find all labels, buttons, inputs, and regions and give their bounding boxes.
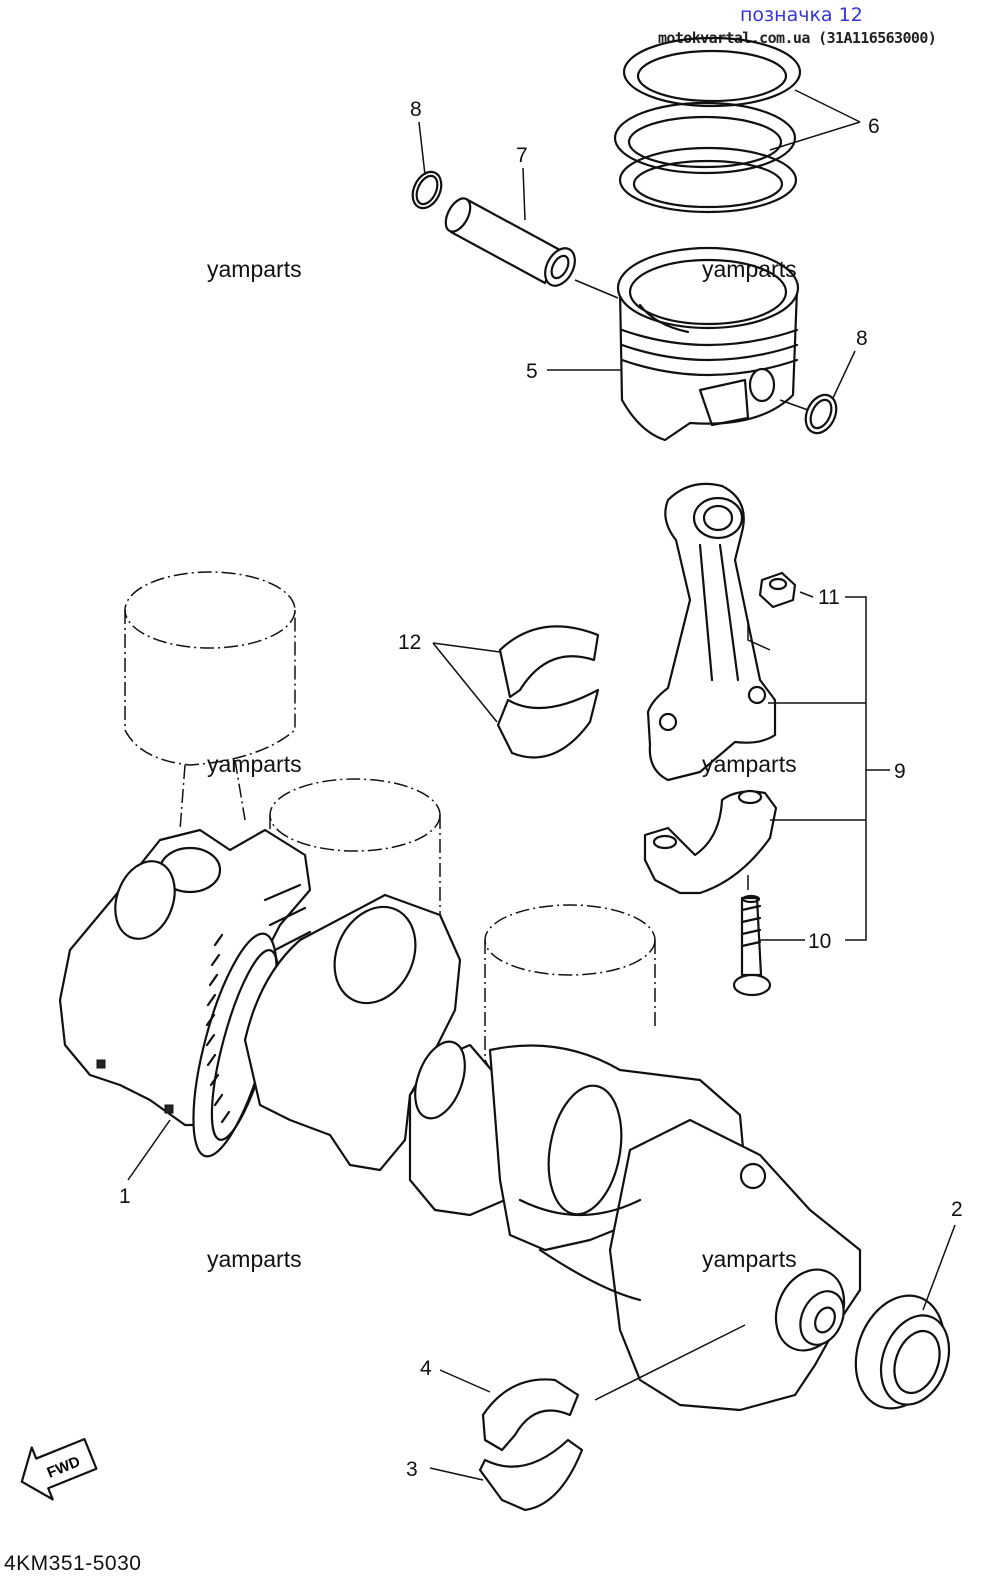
main-bearing-upper[interactable] bbox=[481, 1378, 580, 1452]
piston[interactable] bbox=[616, 246, 800, 442]
source-label: motokvartal.com.ua (31A116563000) bbox=[658, 29, 937, 47]
main-bearing-lower[interactable] bbox=[478, 1438, 584, 1512]
leader-lines bbox=[127, 89, 956, 1481]
drawing-code: 4KM351-5030 bbox=[4, 1552, 141, 1575]
crankshaft[interactable] bbox=[58, 828, 862, 1412]
watermark: yamparts bbox=[702, 1246, 797, 1272]
connecting-rod-bolt[interactable] bbox=[732, 894, 772, 997]
callout-4: 4 bbox=[420, 1357, 432, 1380]
callout-10: 10 bbox=[808, 930, 831, 953]
callout-7: 7 bbox=[516, 144, 528, 167]
callout-9: 9 bbox=[894, 760, 906, 783]
callout-3: 3 bbox=[406, 1458, 418, 1481]
big-end-bearing-lower[interactable] bbox=[496, 688, 600, 759]
page-label: позначка 12 bbox=[740, 4, 863, 26]
watermark: yamparts bbox=[702, 256, 797, 282]
watermark: yamparts bbox=[702, 751, 797, 777]
piston-pin-clip-lower[interactable] bbox=[800, 390, 842, 438]
oil-seal[interactable] bbox=[841, 1283, 961, 1421]
piston-pin[interactable] bbox=[441, 194, 581, 290]
phantom-piston-1 bbox=[124, 571, 296, 831]
callout-11: 11 bbox=[818, 586, 840, 609]
connecting-rod-nut[interactable] bbox=[758, 571, 797, 609]
callout-1: 1 bbox=[119, 1185, 131, 1208]
callout-8-upper: 8 bbox=[410, 98, 422, 121]
callout-8-lower: 8 bbox=[856, 327, 868, 350]
watermark: yamparts bbox=[207, 751, 302, 777]
watermarks: yamparts yamparts yamparts yamparts yamp… bbox=[207, 256, 797, 1272]
piston-pin-clip-upper[interactable] bbox=[407, 167, 447, 212]
connecting-rod[interactable] bbox=[646, 482, 777, 782]
connecting-rod-cap[interactable] bbox=[643, 789, 778, 895]
watermark: yamparts bbox=[207, 256, 302, 282]
callout-5: 5 bbox=[526, 360, 538, 383]
callout-2: 2 bbox=[951, 1198, 963, 1221]
callout-12: 12 bbox=[398, 631, 421, 654]
piston-ring-set[interactable] bbox=[613, 36, 802, 214]
callouts: 8 7 6 5 8 12 11 9 10 1 2 4 3 bbox=[119, 98, 963, 1481]
watermark: yamparts bbox=[207, 1246, 302, 1272]
big-end-bearing-upper[interactable] bbox=[498, 625, 600, 699]
callout-6: 6 bbox=[868, 115, 880, 138]
fwd-arrow-icon: FWD bbox=[20, 1437, 98, 1501]
